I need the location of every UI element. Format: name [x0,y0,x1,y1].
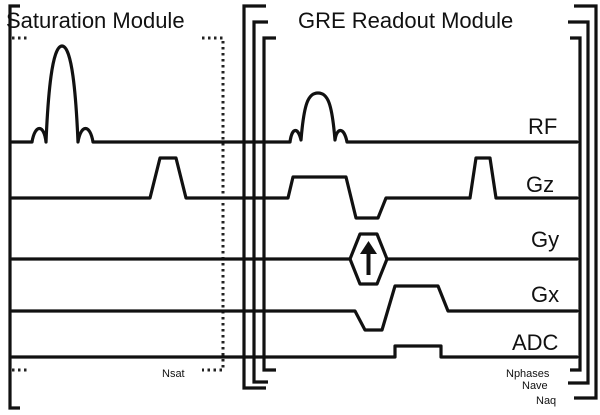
rf-label: RF [528,114,557,139]
gz-label: Gz [526,172,554,197]
nphases-right-bracket [570,36,582,372]
adc-label: ADC [512,330,559,355]
gz-waveform [10,156,579,220]
phase-encode-table [348,232,389,286]
readout-module-title: GRE Readout Module [298,8,513,33]
rf-waveform [10,44,579,144]
adc-waveform [10,344,579,359]
gx-waveform [10,284,579,332]
naq-label: Naq [536,395,556,407]
nphases-left-bracket [262,36,276,372]
nave-left-bracket [252,20,268,384]
outer-left-bracket [8,4,20,410]
nave-label: Nave [522,380,548,392]
phase-encode-arrow-icon [360,241,377,275]
nsat-label: Nsat [162,368,185,380]
nave-right-bracket [568,20,590,385]
nphases-label: Nphases [506,368,550,380]
dotted-box-right [202,36,225,372]
gx-label: Gx [531,282,559,307]
naq-right-bracket [574,4,598,400]
saturation-module-title: Saturation Module [6,8,185,33]
gy-label: Gy [531,227,559,252]
